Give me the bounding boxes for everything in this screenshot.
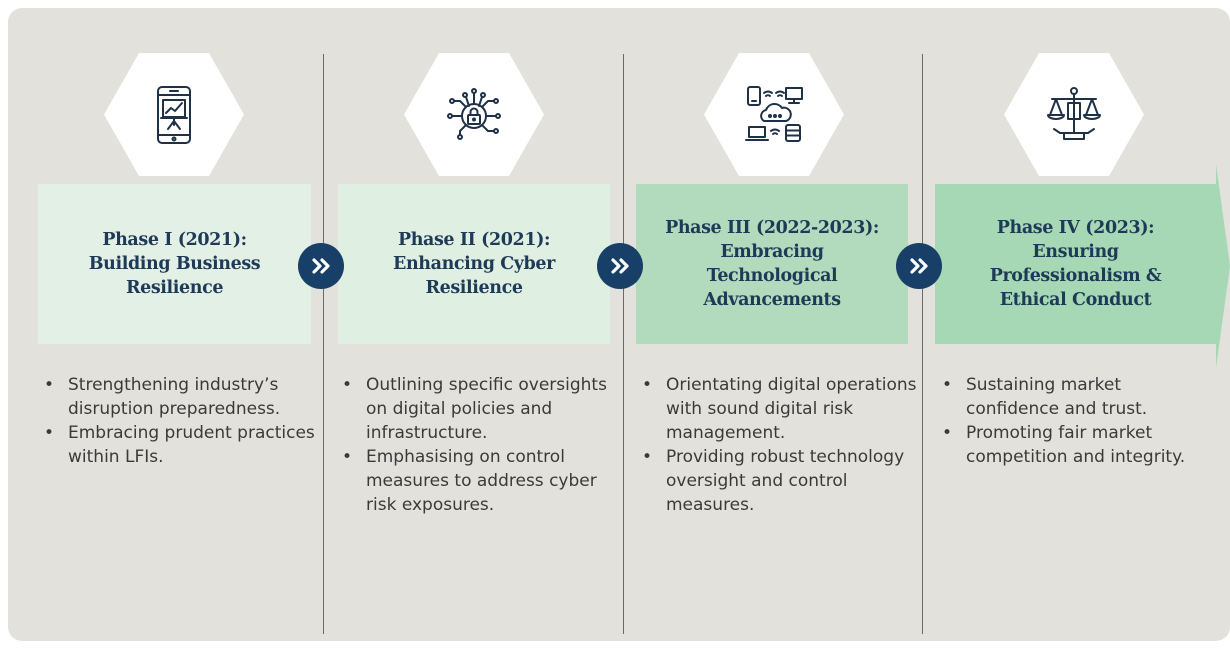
scales-of-justice-icon: [1047, 86, 1101, 140]
phase-3-to-4-connector: [896, 243, 942, 289]
timeline-arrow-head: [1216, 164, 1230, 368]
double-chevron-right-icon: [611, 258, 629, 274]
cyber-security-lock-icon: [447, 87, 501, 140]
roadmap-panel: Phase I (2021): Building Business Resili…: [8, 8, 1230, 641]
phase-3-title: Phase III (2022-2023): Embracing Technol…: [665, 218, 879, 310]
phase-4-bullets: Sustaining market confidence and trust. …: [940, 373, 1206, 469]
list-item: Strengthening industry’s disruption prep…: [44, 373, 332, 421]
column-divider: [623, 54, 624, 634]
phase-2-icon-hexagon: [404, 53, 544, 176]
phase-2-bullets: Outlining specific oversights on digital…: [340, 373, 624, 517]
column-divider: [323, 54, 324, 634]
phase-1-title: Phase I (2021): Building Business Resili…: [88, 230, 261, 298]
list-item: Providing robust technology oversight an…: [642, 445, 930, 517]
phase-4-box: Phase IV (2023): Ensuring Professionalis…: [935, 184, 1216, 344]
list-item: Embracing prudent practices within LFIs.: [44, 421, 332, 469]
phase-3-box: Phase III (2022-2023): Embracing Technol…: [636, 184, 908, 344]
cloud-network-devices-icon: [745, 85, 803, 142]
phase-1-bullets: Strengthening industry’s disruption prep…: [42, 373, 332, 469]
list-item: Orientating digital operations with soun…: [642, 373, 930, 445]
phase-2-box: Phase II (2021): Enhancing Cyber Resilie…: [338, 184, 610, 344]
phase-2-title: Phase II (2021): Enhancing Cyber Resilie…: [393, 230, 555, 298]
phase-1-to-2-connector: [298, 243, 344, 289]
list-item: Sustaining market confidence and trust.: [942, 373, 1206, 421]
phase-3-bullets: Orientating digital operations with soun…: [640, 373, 930, 517]
double-chevron-right-icon: [312, 258, 330, 274]
list-item: Emphasising on control measures to addre…: [342, 445, 624, 517]
double-chevron-right-icon: [910, 258, 928, 274]
phase-4-icon-hexagon: [1004, 53, 1144, 176]
phase-1-box: Phase I (2021): Building Business Resili…: [38, 184, 311, 344]
phase-4-title: Phase IV (2023): Ensuring Professionalis…: [989, 218, 1162, 310]
presentation-tablet-icon: [157, 85, 191, 144]
phase-3-icon-hexagon: [704, 53, 844, 176]
column-divider: [922, 54, 923, 634]
phase-2-to-3-connector: [597, 243, 643, 289]
list-item: Outlining specific oversights on digital…: [342, 373, 624, 445]
phase-1-icon-hexagon: [104, 53, 244, 176]
list-item: Promoting fair market competition and in…: [942, 421, 1206, 469]
